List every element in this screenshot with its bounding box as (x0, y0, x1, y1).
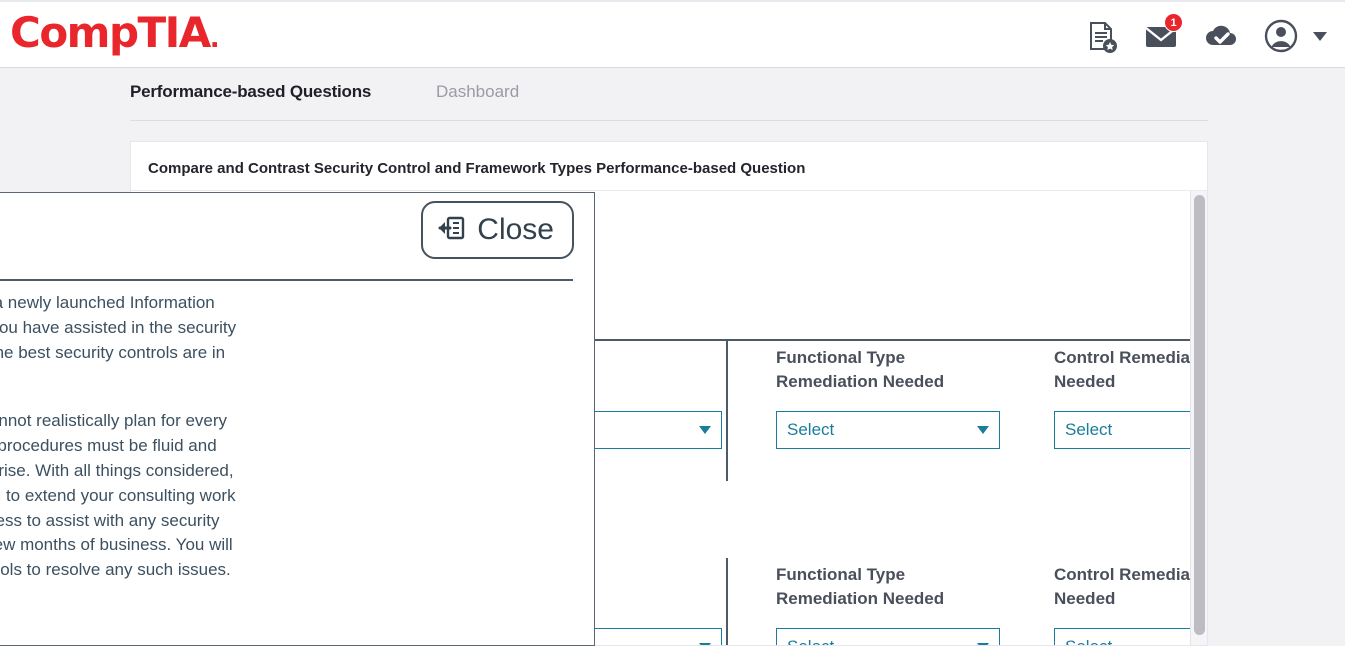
modal-paragraph-line: select security controls to resolve any … (0, 560, 231, 579)
document-star-icon[interactable] (1083, 18, 1119, 54)
column-header-line-1: Control Remediat (1054, 565, 1196, 584)
control-select[interactable]: Select (1054, 628, 1208, 646)
tab-dashboard[interactable]: Dashboard (436, 82, 519, 102)
card-title: Compare and Contrast Security Control an… (148, 160, 805, 177)
modal-paragraph-line: initial planning process to assist with … (0, 511, 219, 530)
close-button[interactable]: Close (421, 201, 574, 259)
app-header: CompTIA. 1 (0, 0, 1345, 68)
modal-body: urity consultant for a newly launched In… (0, 291, 574, 607)
modal-paragraph-line: as security issues arise. With all thing… (0, 461, 234, 480)
select-value: Select (1065, 637, 1208, 646)
column-header-label: Control Remediat Needed (1054, 563, 1208, 611)
exit-arrow-icon (437, 213, 467, 248)
mail-unread-badge: 1 (1164, 13, 1183, 32)
modal-paragraph-line: , so processes and procedures must be fl… (0, 436, 217, 455)
select-value: Select (787, 637, 977, 646)
scrollbar-thumb[interactable] (1194, 195, 1205, 635)
close-button-label: Close (477, 215, 554, 245)
tab-performance-based-questions[interactable]: Performance-based Questions (130, 82, 371, 102)
column-header-line-2: Needed (1054, 372, 1115, 391)
column-header-line-1: Control Remediat (1054, 348, 1196, 367)
functional-type-select[interactable]: Select (776, 628, 1000, 646)
modal-paragraph-line: pany has asked you to extend your consul… (0, 486, 236, 505)
page-tabs: Performance-based Questions Dashboard (130, 76, 1208, 121)
modal-paragraph-line: , an organization cannot realistically p… (0, 411, 227, 430)
scenario-modal: Scenario Close urity consultant for a ne… (0, 192, 595, 646)
column-header-line-1: Functional Type (776, 348, 905, 367)
logo-registered-mark: . (210, 24, 218, 54)
account-icon[interactable] (1263, 18, 1299, 54)
column-header-label: Functional Type Remediation Needed (776, 563, 1000, 611)
header-icon-group: 1 (1083, 18, 1327, 54)
logo-text: CompTIA (10, 8, 210, 57)
modal-paragraph: urity consultant for a newly launched In… (0, 291, 574, 365)
column-divider (726, 558, 728, 646)
modal-paragraph-line: at arise in the first few months of busi… (0, 535, 233, 554)
modal-paragraph: , an organization cannot realistically p… (0, 409, 574, 583)
modal-title-divider (0, 279, 573, 281)
modal-paragraph-line: urity consultant for a newly launched In… (0, 293, 215, 312)
column-control-remediation: Control Remediat Needed Select (1054, 563, 1208, 646)
comptia-logo[interactable]: CompTIA. (10, 8, 218, 57)
vertical-scrollbar[interactable] (1190, 191, 1207, 646)
column-header-label: Control Remediat Needed (1054, 346, 1208, 394)
column-functional-type-remediation: Functional Type Remediation Needed Selec… (776, 563, 1000, 646)
column-header-label: Functional Type Remediation Needed (776, 346, 1000, 394)
column-header-line-2: Remediation Needed (776, 372, 944, 391)
account-chevron-down-icon[interactable] (1313, 32, 1327, 41)
mail-icon[interactable]: 1 (1143, 18, 1179, 54)
column-header-line-2: Remediation Needed (776, 589, 944, 608)
column-header-line-2: Needed (1054, 589, 1115, 608)
modal-paragraph-line: ogy (IT) company, you have assisted in t… (0, 318, 236, 337)
modal-paragraph-line: process to ensure the best security cont… (0, 343, 225, 362)
cloud-check-icon[interactable] (1203, 18, 1239, 54)
column-header-line-1: Functional Type (776, 565, 905, 584)
